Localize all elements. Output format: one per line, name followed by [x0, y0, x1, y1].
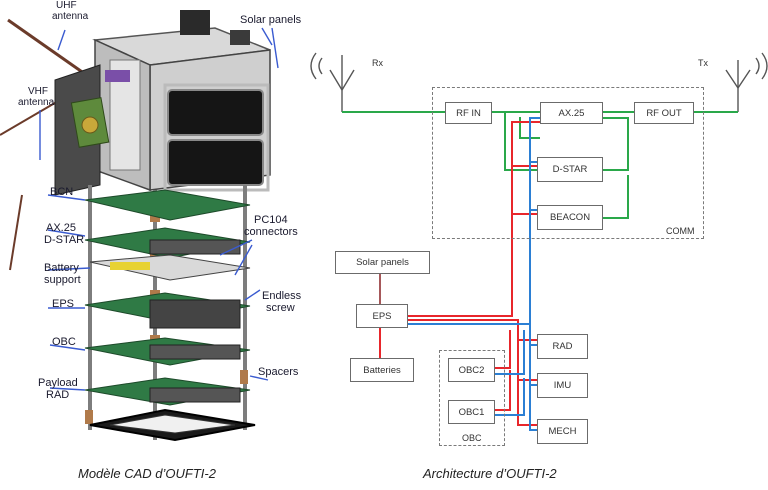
- obc-group-label: OBC: [462, 433, 482, 443]
- block-rad: RAD: [537, 334, 588, 359]
- caption-architecture: Architecture d’OUFTI-2: [423, 466, 557, 481]
- rx-label: Rx: [372, 58, 383, 68]
- block-ax25: AX.25: [540, 102, 603, 124]
- block-obc1: OBC1: [448, 400, 495, 424]
- comm-group-label: COMM: [666, 226, 695, 236]
- block-dstar: D-STAR: [537, 157, 603, 182]
- tx-antenna-icon: [726, 53, 767, 112]
- caption-cad: Modèle CAD d’OUFTI-2: [78, 466, 216, 481]
- block-solar-panels: Solar panels: [335, 251, 430, 274]
- block-rf-out: RF OUT: [634, 102, 694, 124]
- block-rf-in: RF IN: [445, 102, 492, 124]
- block-batteries: Batteries: [350, 358, 414, 382]
- block-eps: EPS: [356, 304, 408, 328]
- block-beacon: BEACON: [537, 205, 603, 230]
- tx-label: Tx: [698, 58, 708, 68]
- block-obc2: OBC2: [448, 358, 495, 382]
- block-imu: IMU: [537, 373, 588, 398]
- block-mech: MECH: [537, 419, 588, 444]
- rx-antenna-icon: [311, 53, 354, 112]
